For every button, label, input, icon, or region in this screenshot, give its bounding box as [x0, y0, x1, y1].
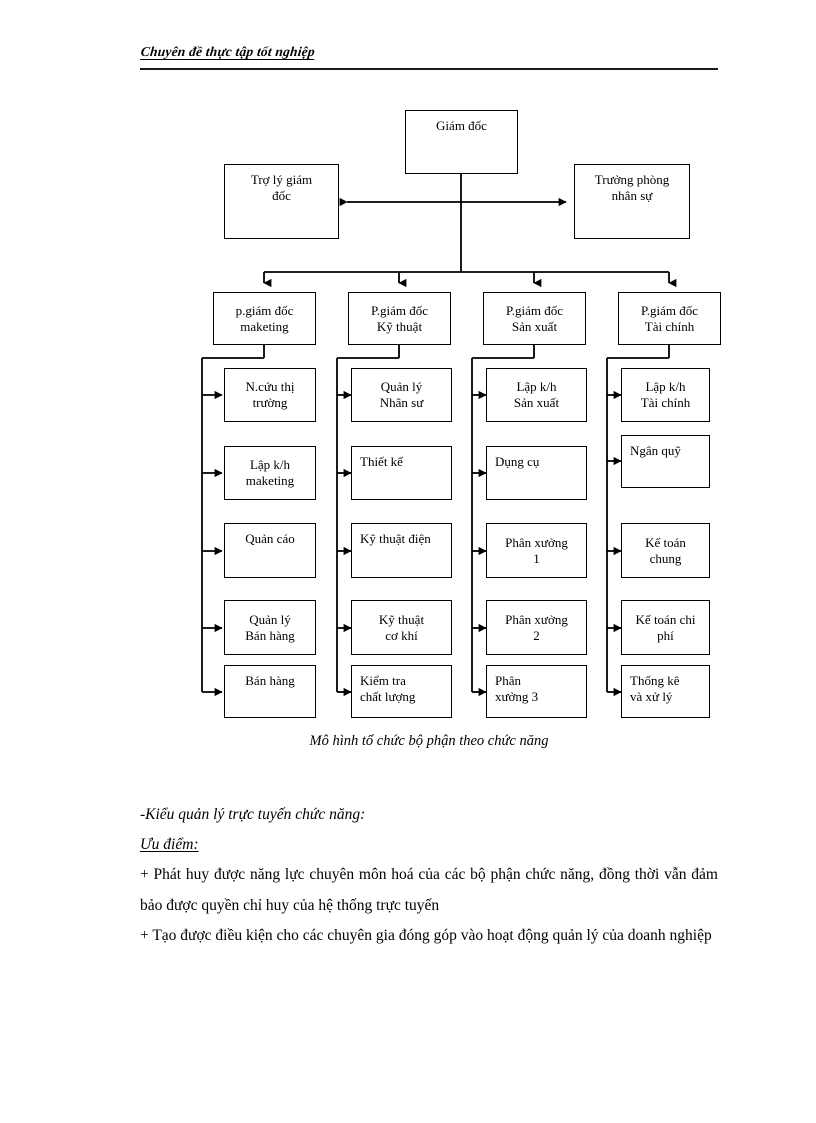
node-workshop-3[interactable]: Phân xưởng 3 — [486, 665, 587, 718]
node-hr-manager-label: Trưởng phòng nhân sự — [594, 172, 670, 203]
node-label: Kế toán chung — [645, 534, 686, 566]
node-statistics[interactable]: Thống kê và xử lý — [621, 665, 710, 718]
node-label: Quản lý Nhân sư — [379, 379, 424, 410]
node-deputy-finance-label: P.giám đốc Tài chính — [640, 302, 699, 334]
node-label: Kỹ thuật điện — [360, 531, 431, 546]
node-director[interactable]: Giám đốc — [405, 110, 518, 174]
node-label: Thống kê và xử lý — [630, 673, 680, 704]
node-label: Kiểm tra chất lượng — [360, 673, 416, 704]
node-label: Dụng cụ — [495, 454, 540, 469]
node-treasury[interactable]: Ngân quỹ — [621, 435, 710, 488]
node-label: Bán hàng — [245, 673, 295, 688]
node-tools[interactable]: Dụng cụ — [486, 446, 587, 500]
node-production-plan[interactable]: Lập k/h Sản xuất — [486, 368, 587, 422]
node-deputy-production-label: P.giám đốc Sản xuất — [505, 302, 564, 334]
node-sales[interactable]: Bán hàng — [224, 665, 316, 718]
node-finance-plan[interactable]: Lập k/h Tài chính — [621, 368, 710, 422]
node-deputy-technical-label: P.giám đốc Kỹ thuật — [370, 302, 429, 334]
node-label: Thiết kế — [360, 454, 403, 469]
node-assistant-director-label: Trợ lý giám đốc — [250, 172, 313, 203]
body-paragraph-1: + Phát huy được năng lực chuyên môn hoá … — [140, 866, 718, 914]
node-director-label: Giám đốc — [436, 118, 487, 133]
node-label: Lập k/h maketing — [245, 457, 295, 488]
node-deputy-marketing[interactable]: p.giám đốc maketing — [213, 292, 316, 345]
node-label: Phân xưởng 3 — [495, 673, 539, 704]
body-subheading-text: Ưu điểm: — [140, 836, 199, 854]
chart-caption: Mô hình tổ chức bộ phận theo chức năng — [309, 733, 549, 749]
node-workshop-2[interactable]: Phân xưởng 2 — [486, 600, 587, 655]
node-quality-control[interactable]: Kiểm tra chất lượng — [351, 665, 452, 718]
node-label: Ngân quỹ — [630, 443, 681, 458]
node-mechanical-engineering[interactable]: Kỹ thuật cơ khí — [351, 600, 452, 655]
node-marketing-plan[interactable]: Lập k/h maketing — [224, 446, 316, 500]
node-label: Kỹ thuật cơ khí — [378, 611, 425, 643]
node-label: Phân xưởng 1 — [505, 534, 568, 566]
node-label: Quản cáo — [245, 531, 295, 546]
node-deputy-technical[interactable]: P.giám đốc Kỹ thuật — [348, 292, 451, 345]
page-header: Chuyên đề thực tập tốt nghiệp — [140, 44, 718, 70]
body-paragraph-2: + Tạo được điều kiện cho các chuyên gia … — [140, 926, 712, 944]
node-label: Phân xưởng 2 — [505, 611, 568, 643]
body-subheading: Ưu điểm: — [140, 830, 718, 860]
node-deputy-production[interactable]: P.giám đốc Sản xuất — [483, 292, 586, 345]
node-label: Lập k/h Tài chính — [640, 379, 691, 410]
node-design[interactable]: Thiết kế — [351, 446, 452, 500]
node-assistant-director[interactable]: Trợ lý giám đốc — [224, 164, 339, 239]
node-deputy-finance[interactable]: P.giám đốc Tài chính — [618, 292, 721, 345]
node-cost-accounting[interactable]: Kế toán chi phí — [621, 600, 710, 655]
node-workshop-1[interactable]: Phân xưởng 1 — [486, 523, 587, 578]
node-sales-management[interactable]: Quản lý Bán hàng — [224, 600, 316, 655]
node-general-accounting[interactable]: Kế toán chung — [621, 523, 710, 578]
node-label: Kế toán chi phí — [635, 611, 696, 643]
node-personnel-management[interactable]: Quản lý Nhân sư — [351, 368, 452, 422]
node-label: Quản lý Bán hàng — [245, 611, 295, 643]
node-hr-manager[interactable]: Trưởng phòng nhân sự — [574, 164, 690, 239]
node-deputy-marketing-label: p.giám đốc maketing — [235, 302, 294, 334]
node-label: N.cứu thị trường — [245, 379, 295, 410]
body-heading: -Kiểu quản lý trực tuyến chức năng: — [140, 806, 366, 823]
node-marketing-research[interactable]: N.cứu thị trường — [224, 368, 316, 422]
node-label: Lập k/h Sản xuất — [513, 379, 560, 410]
node-advertising[interactable]: Quản cáo — [224, 523, 316, 578]
body-text: -Kiểu quản lý trực tuyến chức năng: Ưu đ… — [140, 800, 718, 951]
node-electrical-engineering[interactable]: Kỹ thuật điện — [351, 523, 452, 578]
header-divider — [140, 68, 718, 70]
